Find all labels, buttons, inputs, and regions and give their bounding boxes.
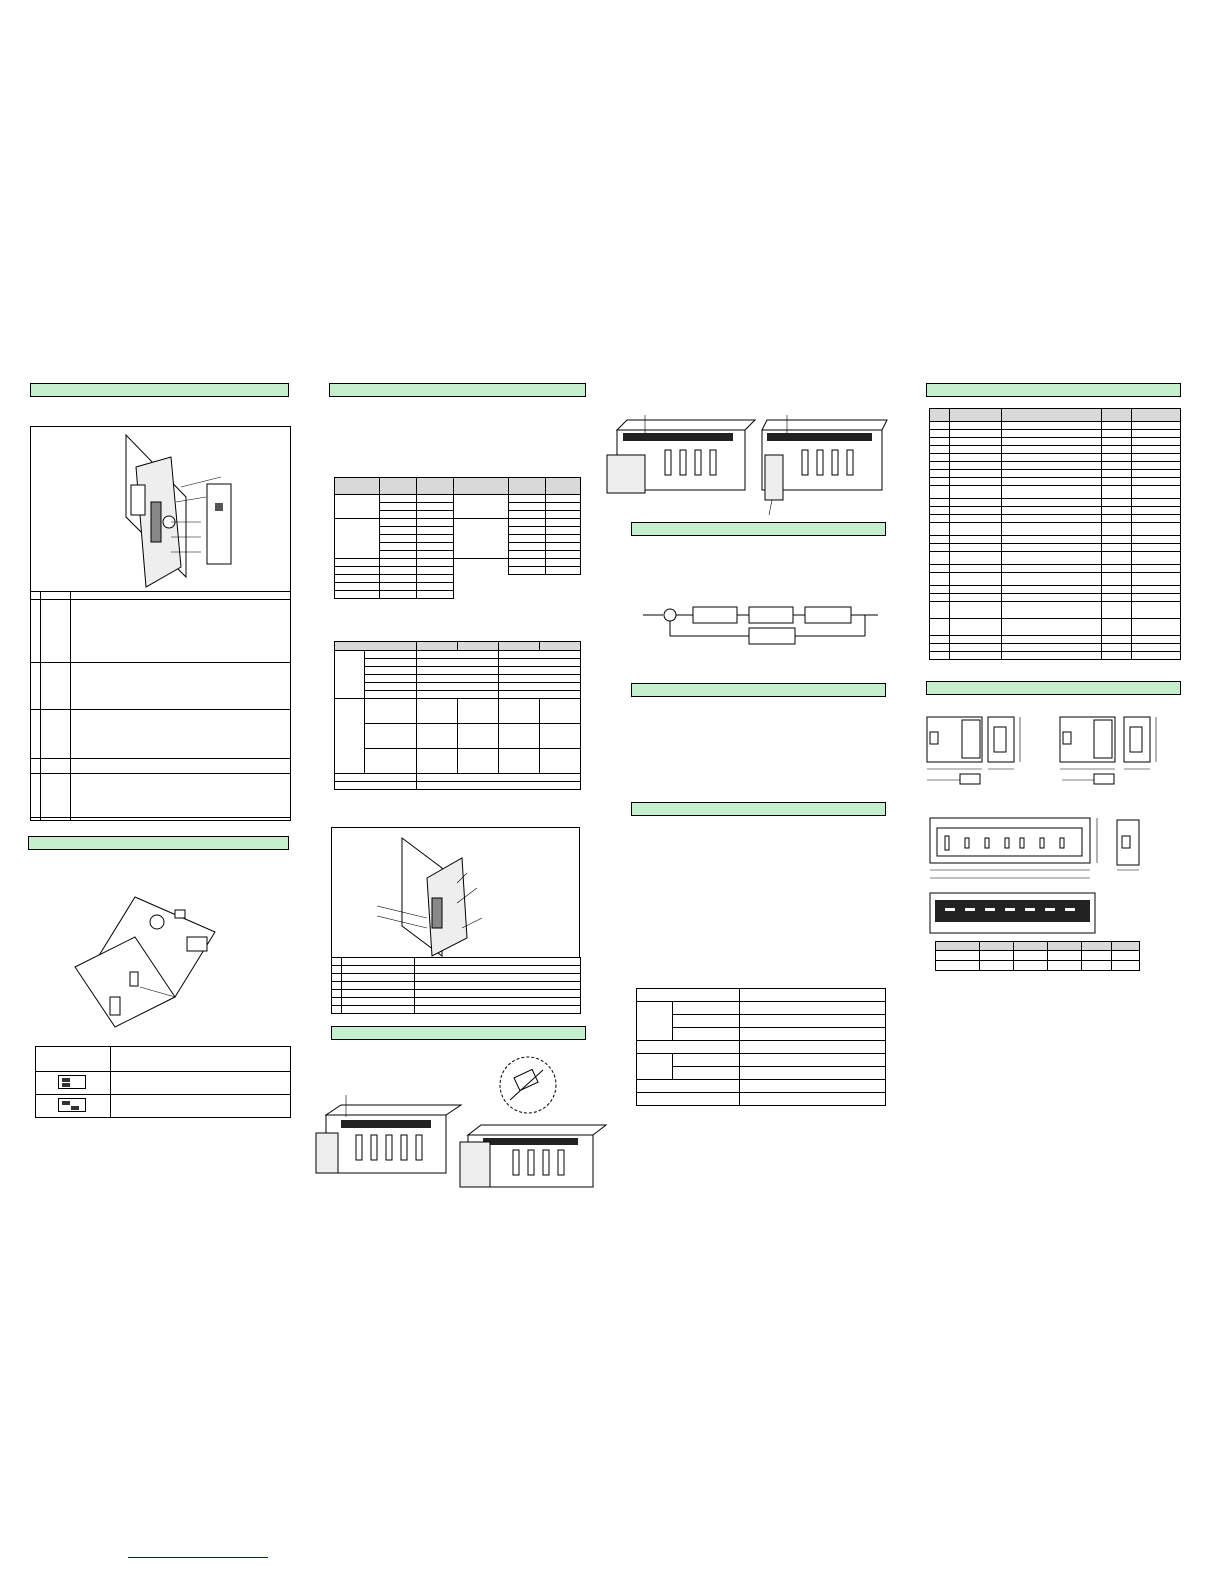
base-rack-illustration [761,415,888,516]
section-bar-p3-2 [631,683,886,697]
module-illustration [74,896,216,1028]
block-diagram [643,606,878,645]
module-parts-figure [30,426,291,821]
section-bar-p4-2 [926,681,1181,695]
module-illustration [125,433,232,588]
dimension-drawing [929,817,1140,934]
module-mounting-figure [331,827,580,958]
module-illustration [376,837,483,957]
section-bar-p3-3 [631,802,886,816]
footer-link[interactable] [128,1557,268,1558]
spec-table-1 [334,477,581,599]
section-bar-p2-1 [329,383,586,397]
section-bar-p2-2 [331,1026,586,1040]
spec-table-3 [636,988,886,1106]
dip-switch-icon [499,1056,557,1114]
section-bar-p1-1 [30,383,289,397]
dimension-table [935,941,1140,971]
section-bar-p1-2 [28,836,289,850]
base-rack-illustration [459,1124,608,1188]
dip-switch-icon [58,1098,86,1112]
section-bar-p3-1 [631,522,886,536]
dimension-drawing [926,716,1157,785]
parts-table [30,591,291,821]
base-rack-illustration [315,1095,463,1174]
section-bar-p4-1 [926,383,1181,397]
mounting-parts-table [331,957,581,1014]
spec-table-2 [334,641,581,790]
register-table [929,408,1181,660]
dip-switch-icon [58,1075,86,1089]
base-rack-illustration [606,415,757,494]
